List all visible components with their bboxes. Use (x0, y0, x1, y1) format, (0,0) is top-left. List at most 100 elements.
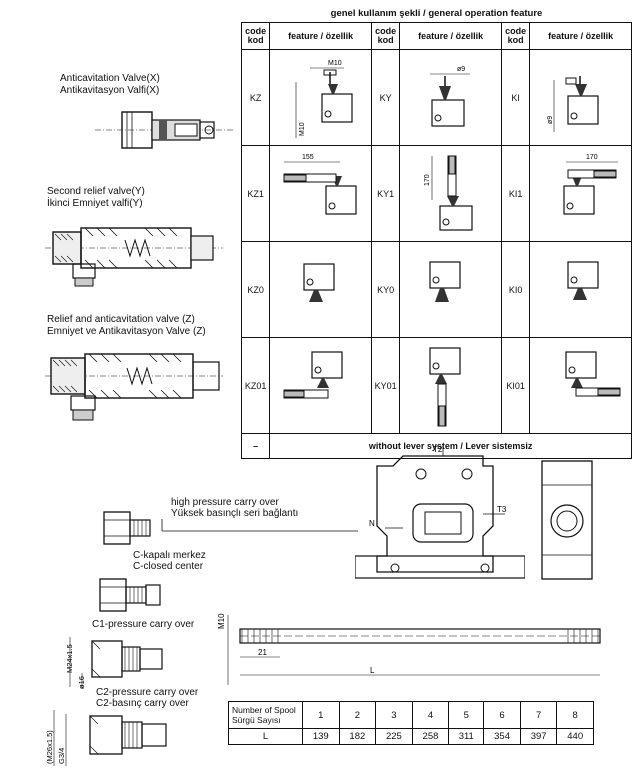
plug-c-en: C-closed center (133, 561, 204, 572)
table-row: Number of Spool Sürgü Sayısı 1 2 3 4 5 6… (228, 700, 594, 730)
port-t2: T2 (433, 445, 443, 454)
table-row: KZ01 KY01 KI01 (240, 337, 632, 434)
feature-cell (529, 241, 632, 338)
dim-phi16: ø16 (77, 676, 86, 689)
plug-c2-label: C2-pressure carry over C2-basınç carry o… (96, 687, 198, 709)
lever-ki-drawing: ø9 (547, 76, 599, 132)
plug-c2-drawing: M24x1.5 ø16 (65, 637, 163, 689)
spool-count-cell: 3 (375, 700, 413, 730)
table-footer-row: – without lever system / Lever sistemsiz (240, 433, 632, 459)
spool-count-cell: 6 (483, 700, 521, 730)
length-header: L (228, 728, 303, 745)
lever-ky-drawing: ø9 (430, 66, 471, 127)
lever-ki0-drawing (567, 261, 599, 300)
feature-cell: 170 (529, 145, 632, 242)
lever-ky1-drawing: 170 (424, 155, 473, 231)
carry-over-en: high pressure carry over (171, 497, 279, 508)
code-cell: KI01 (500, 337, 531, 434)
lever-kz0-drawing (303, 263, 335, 302)
code-cell: – (240, 433, 271, 459)
valve-x-label: Anticavitation Valve(X) Antikavitasyon V… (60, 73, 160, 97)
dim-m10: M10 (328, 60, 342, 67)
carry-over-tr: Yüksek basınçlı seri bağlantı (171, 508, 299, 519)
valve-z-label: Relief and anticavitation valve (Z) Emni… (47, 314, 206, 338)
dim-m10: M10 (299, 122, 306, 136)
length-cell: 225 (375, 728, 413, 745)
lever-kz-drawing: M10 M10 (295, 60, 353, 138)
operation-table-header: code kod feature / özellik code kod feat… (240, 22, 632, 50)
spool-length-table: Number of Spool Sürgü Sayısı 1 2 3 4 5 6… (228, 700, 594, 745)
code-cell: KZ0 (240, 241, 271, 338)
dim-rod-l: L (370, 666, 375, 675)
code-cell: KZ (240, 49, 271, 146)
dim-rod-21: 21 (258, 648, 267, 657)
valve-x-label-en: Anticavitation Valve(X) (60, 73, 160, 84)
port-n: N (369, 519, 375, 528)
dim-phi9: ø9 (457, 66, 465, 73)
feature-cell (399, 337, 502, 434)
header-feature: feature / özellik (529, 22, 632, 50)
dim-m26: (M26x1.5) (45, 730, 54, 764)
header-code: code kod (370, 22, 401, 50)
dim-m24: M24x1.5 (65, 644, 74, 673)
plug-c-tr: C-kapalı merkez (133, 550, 206, 561)
plug-c1-label: C1-pressure carry over (92, 619, 194, 630)
header-feature: feature / özellik (399, 22, 502, 50)
spool-count-header-tr: Sürgü Sayısı (232, 715, 281, 726)
valve-y-label-tr: İkinci Emniyet valfi(Y) (47, 198, 143, 209)
footer-text: without lever system / Lever sistemsiz (269, 433, 632, 459)
plug-c1-en: C1-pressure carry over (92, 619, 195, 630)
header-feature: feature / özellik (269, 22, 372, 50)
feature-cell: M10 M10 (269, 49, 372, 146)
length-cell: 182 (338, 728, 377, 745)
plug-c1-drawing (99, 578, 161, 612)
length-cell: 311 (448, 728, 485, 745)
code-cell: KY (370, 49, 401, 146)
spool-count-header: Number of Spool Sürgü Sayısı (228, 700, 303, 730)
valve-y-label: Second relief valve(Y) İkinci Emniyet va… (47, 186, 145, 210)
lever-ky0-drawing (429, 261, 461, 302)
feature-cell: 170 (399, 145, 502, 242)
feature-cell: ø9 (529, 49, 632, 146)
length-cell: 354 (483, 728, 521, 745)
plug-c2-en: C2-pressure carry over (96, 687, 199, 698)
table-row: KZ1 155 KY1 170 KI1 (240, 145, 632, 242)
code-cell: KI1 (500, 145, 531, 242)
valve-x-label-tr: Antikavitasyon Valfi(X) (60, 85, 160, 96)
feature-cell (269, 241, 372, 338)
feature-cell: 155 (269, 145, 372, 242)
valve-y-drawing (45, 227, 223, 287)
header-code: code kod (240, 22, 271, 50)
spool-count-cell: 5 (448, 700, 485, 730)
lever-kz01-drawing (283, 351, 343, 399)
code-cell: KI (500, 49, 531, 146)
dim-g34: G3/4 (57, 748, 66, 764)
length-cell: 139 (302, 728, 340, 745)
spool-count-cell: 2 (338, 700, 377, 730)
spool-count-cell: 7 (519, 700, 558, 730)
plug-c2b-drawing: (M26x1.5) G3/4 (45, 710, 167, 766)
table-row: KZ0 KY0 KI0 (240, 241, 632, 338)
lever-ky01-drawing (429, 347, 461, 427)
lever-kz1-drawing: 155 (283, 154, 357, 215)
code-cell: KZ01 (240, 337, 271, 434)
feature-cell (269, 337, 372, 434)
valve-body-side-view (541, 460, 593, 580)
code-cell: KY1 (370, 145, 401, 242)
length-cell: 397 (519, 728, 558, 745)
carry-over-label: high pressure carry over Yüksek basınçlı… (171, 497, 298, 519)
valve-z-drawing (45, 353, 223, 421)
spool-count-cell: 8 (556, 700, 594, 730)
port-t3: T3 (497, 505, 507, 514)
dim-155: 155 (302, 154, 314, 161)
header-code: code kod (500, 22, 531, 50)
code-cell: KY0 (370, 241, 401, 338)
feature-cell: ø9 (399, 49, 502, 146)
dim-phi9: ø9 (547, 116, 554, 124)
plug-c-label: C-kapalı merkez C-closed center (133, 550, 206, 572)
spool-count-header-en: Number of Spool (232, 705, 296, 716)
table-row: KZ M10 M10 KY ø9 (240, 49, 632, 146)
feature-cell (399, 241, 502, 338)
lever-ki1-drawing: 170 (563, 154, 619, 215)
operation-table: code kod feature / özellik code kod feat… (240, 22, 632, 459)
